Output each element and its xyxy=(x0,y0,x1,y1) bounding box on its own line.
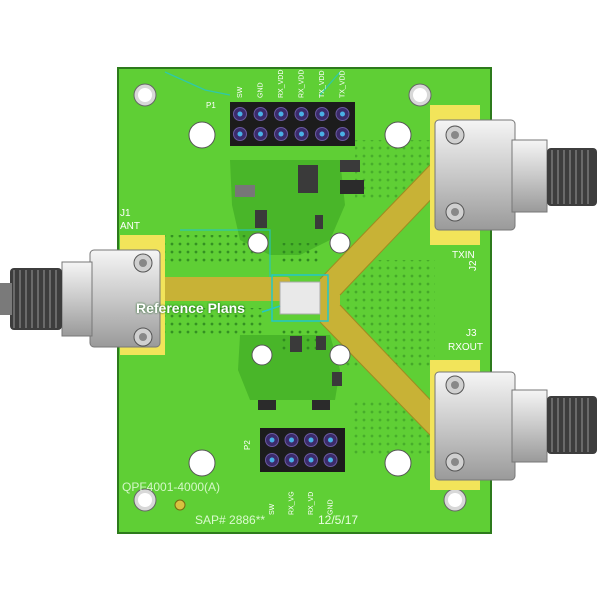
tool-hole xyxy=(384,449,412,477)
via-gold xyxy=(174,499,186,511)
p2-pin-highlight xyxy=(308,437,314,443)
tool-hole xyxy=(251,344,273,366)
tool-hole xyxy=(188,121,216,149)
p1-pin-highlight xyxy=(319,111,325,117)
reference-plane-box xyxy=(271,274,329,322)
tool-hole xyxy=(247,232,269,254)
tool-hole xyxy=(384,121,412,149)
p1-pin-highlight xyxy=(258,111,263,117)
p1-pin-highlight xyxy=(340,111,345,117)
splitter-trace xyxy=(320,165,470,435)
p2-pin-label: GND xyxy=(328,499,335,515)
sma-connector-rxout[interactable] xyxy=(430,360,597,490)
tool-hole xyxy=(188,449,216,477)
p2-pin-label: SW xyxy=(269,503,276,515)
p2-pin-label: RX_VD xyxy=(308,492,315,515)
p2-pin-highlight xyxy=(269,457,275,463)
p1-pin-label: SW xyxy=(237,86,244,98)
p2-pin-highlight xyxy=(289,457,294,463)
header-p2[interactable] xyxy=(260,428,345,472)
p1-pin-label: TX_VDD xyxy=(319,70,326,98)
device-pad-grid-top xyxy=(282,243,318,265)
p2-pin-highlight xyxy=(328,457,333,463)
j1-ref: J1 xyxy=(120,208,131,219)
tool-hole xyxy=(329,232,351,254)
p2-pin-highlight xyxy=(308,457,314,463)
rxout-label: RXOUT xyxy=(448,342,483,353)
reference-callout-line xyxy=(261,305,281,313)
p2-pin-label: RX_VG xyxy=(289,491,296,515)
p1-pin-highlight xyxy=(299,131,304,137)
p2-pin-highlight xyxy=(269,437,275,443)
p1-pin-label: GND xyxy=(258,82,265,98)
p1-pin-highlight xyxy=(237,131,243,137)
p2-pin-highlight xyxy=(289,437,294,443)
device-footprint xyxy=(279,281,321,315)
p1-pin-label: RX_VDD xyxy=(299,70,306,98)
sap-number: SAP# 2886** xyxy=(195,513,265,527)
p2-ref: P2 xyxy=(243,440,252,450)
p2-pin-highlight xyxy=(328,437,333,443)
header-p1[interactable] xyxy=(230,102,355,146)
p1-ref: P1 xyxy=(206,101,216,110)
mount-hole-icon xyxy=(133,83,157,107)
p1-pin-highlight xyxy=(278,111,284,117)
p1-pin-highlight xyxy=(340,131,345,137)
sma-connector-ant[interactable] xyxy=(0,235,165,355)
p1-pin-label: TX_VDD xyxy=(340,70,347,98)
p1-pin-highlight xyxy=(278,131,284,137)
mount-holes xyxy=(133,83,467,512)
p1-pin-label: RX_VDD xyxy=(278,70,285,98)
txin-label: TXIN xyxy=(452,250,475,261)
p1-pin-highlight xyxy=(299,111,304,117)
p1-pin-highlight xyxy=(319,131,325,137)
via-field-left-b xyxy=(155,308,265,338)
mount-hole-icon xyxy=(443,488,467,512)
j3-ref: J3 xyxy=(466,328,477,339)
part-number: QPF4001-4000(A) xyxy=(122,480,220,494)
j2-ref: J2 xyxy=(468,260,479,271)
p1-pin-highlight xyxy=(237,111,243,117)
board-date: 12/5/17 xyxy=(318,513,358,527)
p1-pin-highlight xyxy=(258,131,263,137)
via-field-left xyxy=(155,235,265,265)
mount-hole-icon xyxy=(133,488,157,512)
tool-hole xyxy=(329,344,351,366)
smd-components xyxy=(235,160,364,410)
ant-trace xyxy=(125,277,290,301)
ant-label: ANT xyxy=(120,221,140,232)
reference-plane-label: Reference Plans xyxy=(136,300,245,316)
sma-connector-txin[interactable] xyxy=(430,105,597,245)
mount-hole-icon xyxy=(408,83,432,107)
